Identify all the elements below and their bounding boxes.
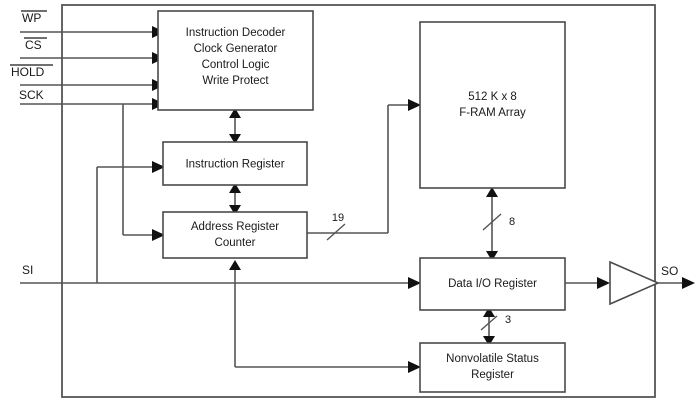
block-address-register-counter[interactable]: Address Register Counter (162, 211, 308, 259)
instruction-decoder-line-2: Clock Generator (194, 43, 278, 55)
address-register-line-1: Address Register (191, 221, 279, 233)
pin-label-cs: CS (24, 37, 47, 52)
wp-label: WP (22, 11, 41, 25)
status-bus-width-label: 3 (505, 314, 511, 326)
so-label: SO (661, 264, 678, 278)
status-bus-io-to-nvsr (480, 307, 498, 346)
instruction-decoder-line-1: Instruction Decoder (186, 27, 286, 39)
nvsr-line-1: Nonvolatile Status (446, 353, 539, 365)
block-fram-array[interactable]: 512 K x 8 F-RAM Array (419, 21, 566, 189)
instruction-address-register-link (229, 183, 241, 215)
block-data-io-register[interactable]: Data I/O Register (419, 257, 566, 311)
instruction-register-label: Instruction Register (185, 159, 284, 171)
block-instruction-decoder[interactable]: Instruction Decoder Clock Generator Cont… (157, 10, 314, 111)
address-register-line-2: Counter (215, 237, 256, 249)
fram-array-line-2: F-RAM Array (459, 107, 526, 119)
instruction-decoder-line-3: Control Logic (202, 59, 270, 71)
pin-label-sck: SCK (19, 88, 44, 102)
hold-label: HOLD (11, 65, 45, 79)
address-bus-to-fram (307, 99, 421, 241)
nvsr-line-2: Register (471, 369, 514, 381)
status-register-feedback-wire (229, 260, 421, 373)
block-nonvolatile-status-register[interactable]: Nonvolatile Status Register (419, 342, 566, 393)
si-label: SI (22, 263, 33, 277)
pin-label-si: SI (22, 263, 33, 277)
so-output-path (565, 260, 695, 306)
data-io-register-label: Data I/O Register (448, 278, 537, 290)
data-bus-fram-to-io (482, 187, 502, 261)
pin-label-so: SO (661, 264, 678, 278)
cs-label: CS (25, 38, 42, 52)
fram-array-line-1: 512 K x 8 (468, 91, 517, 103)
pin-label-wp: WP (21, 10, 47, 25)
block-instruction-register[interactable]: Instruction Register (162, 141, 308, 186)
address-bus-width-label: 19 (332, 212, 344, 224)
si-wire (20, 161, 421, 289)
sck-label: SCK (19, 88, 44, 102)
data-bus-width-label: 8 (509, 216, 515, 228)
decoder-instruction-register-link (229, 108, 241, 144)
chip-boundary (61, 4, 656, 398)
sck-internal-branch (122, 104, 165, 241)
instruction-decoder-line-4: Write Protect (202, 75, 269, 87)
pin-label-hold: HOLD (10, 64, 53, 79)
